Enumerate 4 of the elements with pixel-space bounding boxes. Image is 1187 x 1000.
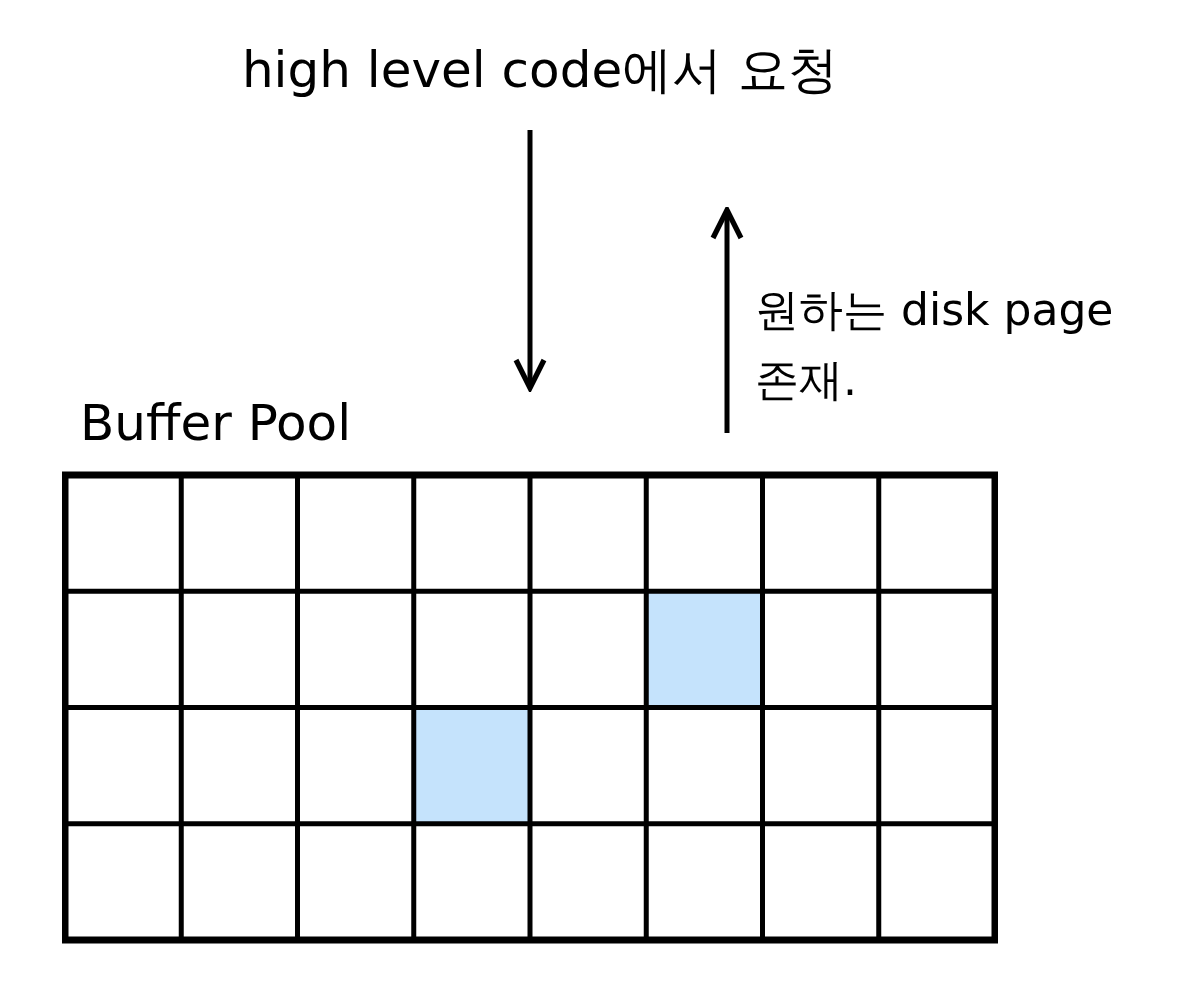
grid-heading: Buffer Pool	[80, 393, 352, 454]
arrow	[513, 130, 547, 391]
request-text: high level code에서 요청	[140, 30, 940, 110]
arrow	[710, 207, 744, 433]
